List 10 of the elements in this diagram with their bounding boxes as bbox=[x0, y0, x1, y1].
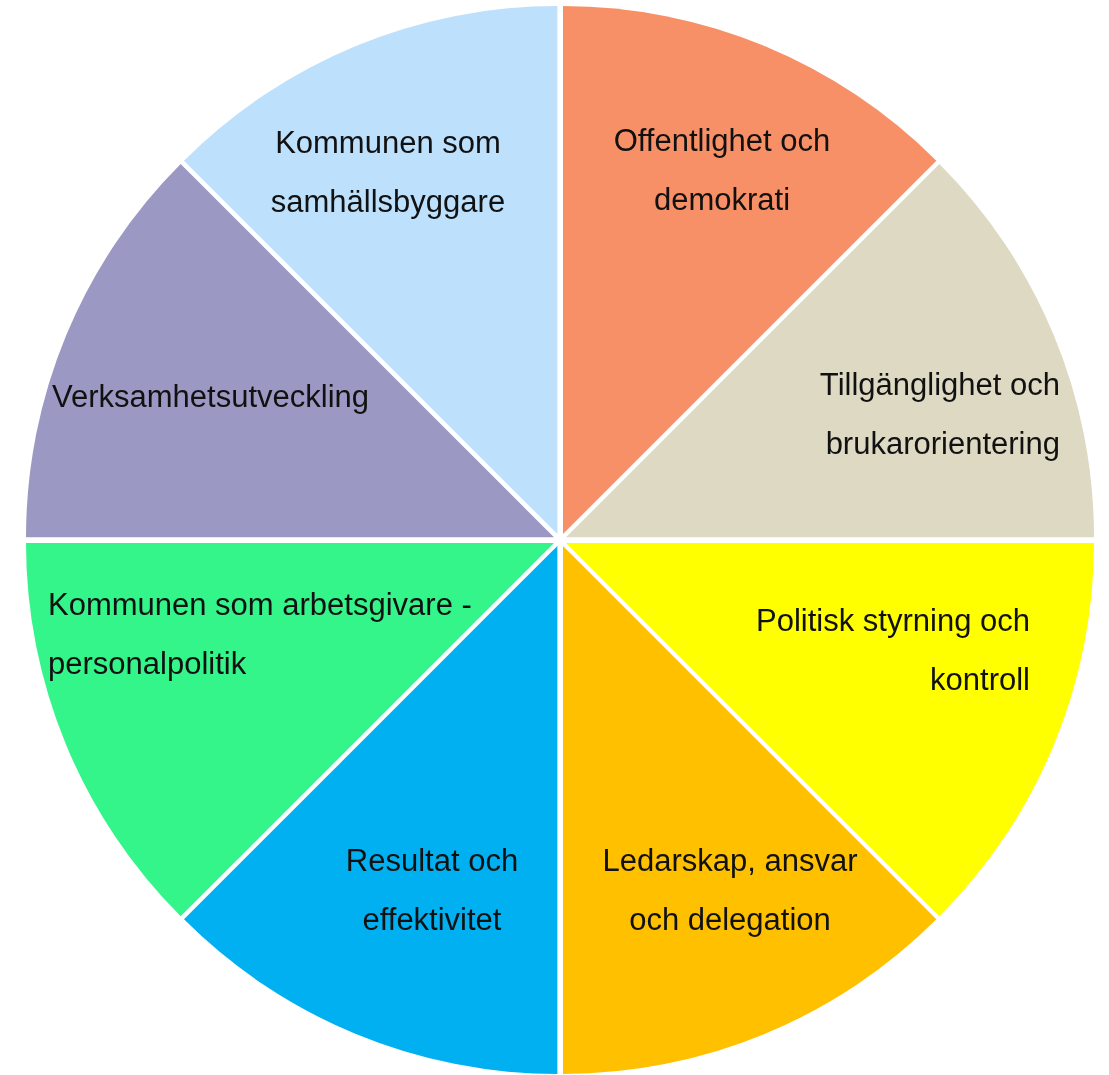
slice-label: Resultat och effektivitet bbox=[344, 842, 520, 939]
slice-label: Verksamhetsutveckling bbox=[52, 378, 371, 416]
slice-label: Ledarskap, ansvar och delegation bbox=[601, 842, 859, 939]
slice-label: Politisk styrning och kontroll bbox=[755, 602, 1030, 699]
slice-label: Kommunen som arbetsgivare - personalpolitik bbox=[48, 586, 473, 683]
pie-slice bbox=[25, 163, 554, 538]
slice-label: Tillgänglighet och brukarorientering bbox=[818, 366, 1060, 463]
slice-label: Offentlighet och demokrati bbox=[612, 122, 832, 219]
pie-slice bbox=[566, 163, 1095, 538]
slice-label: Kommunen som samhällsbyggare bbox=[269, 124, 507, 221]
